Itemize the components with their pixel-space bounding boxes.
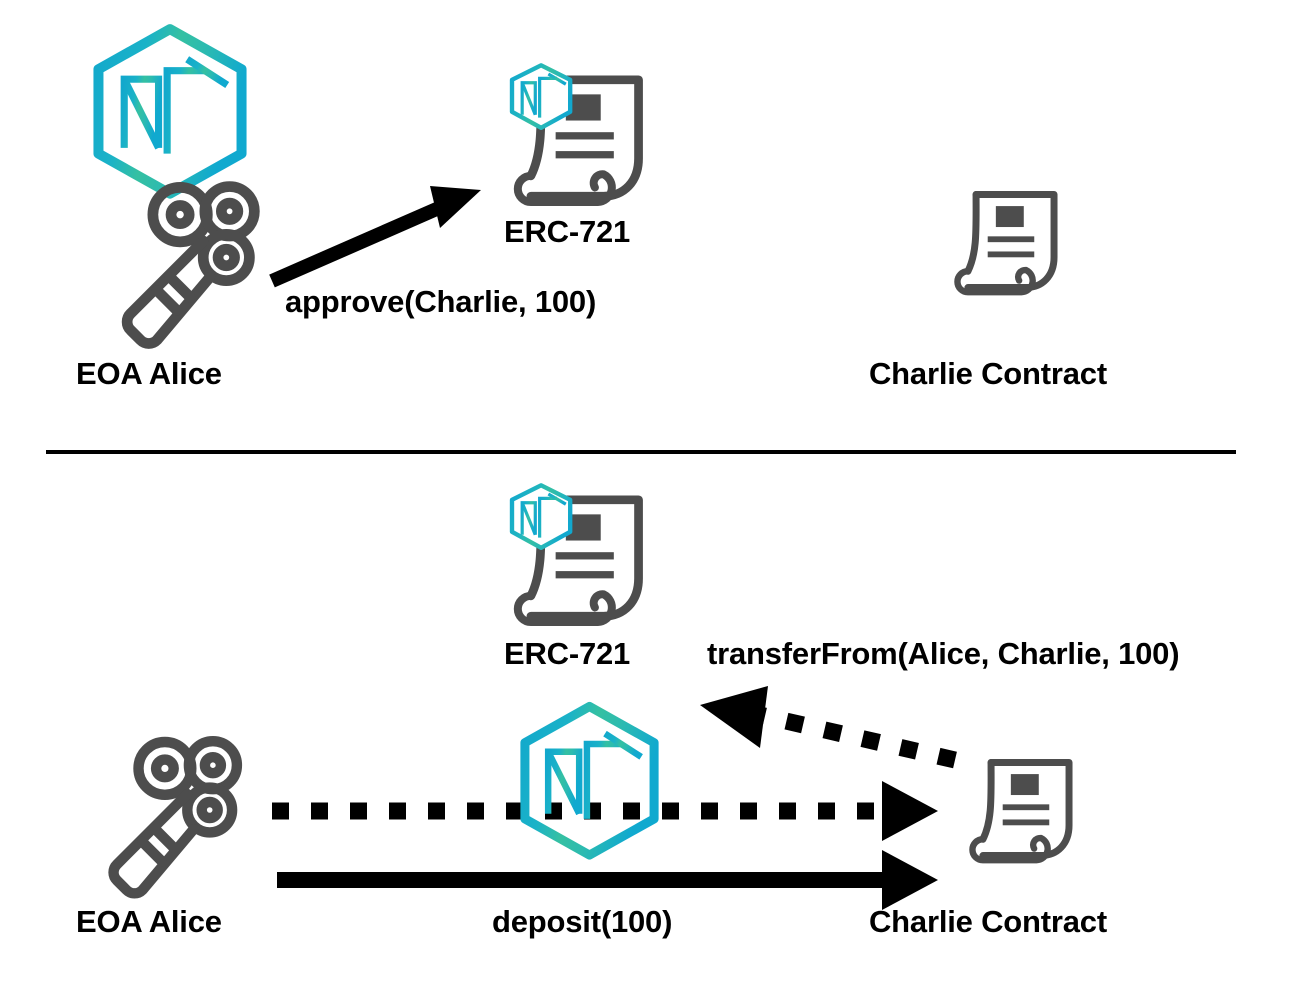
scroll-nft-icon-bottom [496,482,656,634]
scroll-icon-bottom [955,748,1083,870]
node-label-alice-top: EOA Alice [76,356,222,391]
node-label-erc721-top: ERC-721 [504,214,631,249]
scroll-icon [940,180,1068,302]
transferfrom-arrow-dotted-icon [700,686,957,769]
key-icon-bottom [92,730,257,899]
node-label-charlie-top: Charlie Contract [869,356,1107,391]
panel-divider [46,450,1236,454]
key-icon [105,175,275,349]
scroll-nft-icon [496,62,656,214]
node-label-charlie-bottom: Charlie Contract [869,904,1107,939]
node-label-alice-bottom: EOA Alice [76,904,222,939]
edge-label-transferfrom: transferFrom(Alice, Charlie, 100) [707,636,1180,671]
nft-badge-icon [509,483,573,550]
nft-hexagon-icon-bottom [512,700,667,868]
edge-label-deposit: deposit(100) [492,904,673,939]
approve-arrow-solid-icon [269,186,481,288]
edge-label-approve: approve(Charlie, 100) [285,284,597,319]
nft-badge-icon [509,63,573,130]
node-label-erc721-bottom: ERC-721 [504,636,631,671]
